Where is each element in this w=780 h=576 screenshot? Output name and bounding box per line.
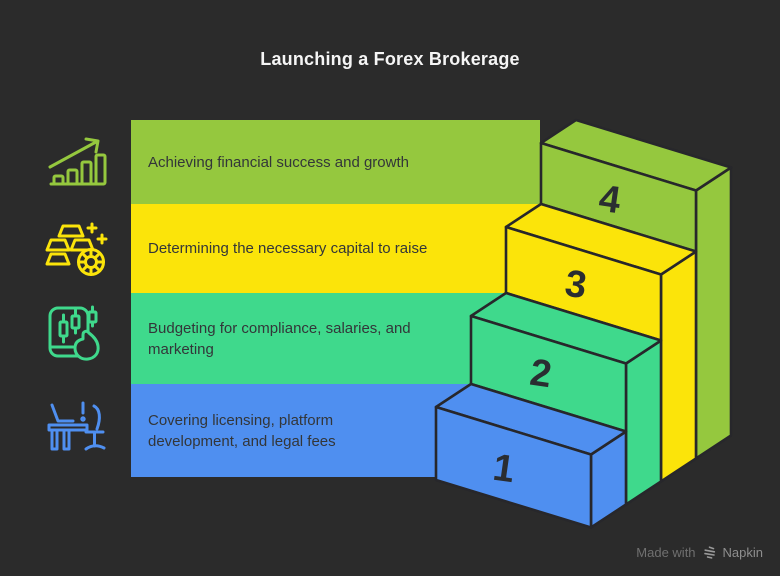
watermark-brand: Napkin: [722, 545, 763, 560]
step-band-1: Covering licensing, platform development…: [131, 384, 626, 477]
step4-top-face: [539, 118, 733, 192]
napkin-logo-icon: [703, 546, 715, 559]
growth-chart-icon: [45, 131, 109, 195]
office-desk-icon: [45, 398, 109, 462]
step-label-3: Determining the necessary capital to rai…: [148, 240, 428, 257]
trading-app-icon: [45, 303, 109, 367]
step-band-2: Budgeting for compliance, salaries, and …: [131, 293, 700, 384]
step-band-3: Determining the necessary capital to rai…: [131, 204, 700, 293]
step-label-2: Budgeting for compliance, salaries, and …: [148, 319, 411, 358]
page-title: Launching a Forex Brokerage: [260, 49, 520, 69]
gold-bars-icon: [45, 216, 109, 280]
made-with-napkin-watermark: Made with Napkin: [636, 545, 763, 560]
step-label-1: Covering licensing, platform development…: [148, 411, 336, 450]
step-band-4: Achieving financial success and growth: [131, 120, 540, 204]
watermark-text: Made with: [636, 545, 696, 560]
step4-side-wall: [694, 166, 733, 460]
step-label-4: Achieving financial success and growth: [148, 153, 409, 171]
